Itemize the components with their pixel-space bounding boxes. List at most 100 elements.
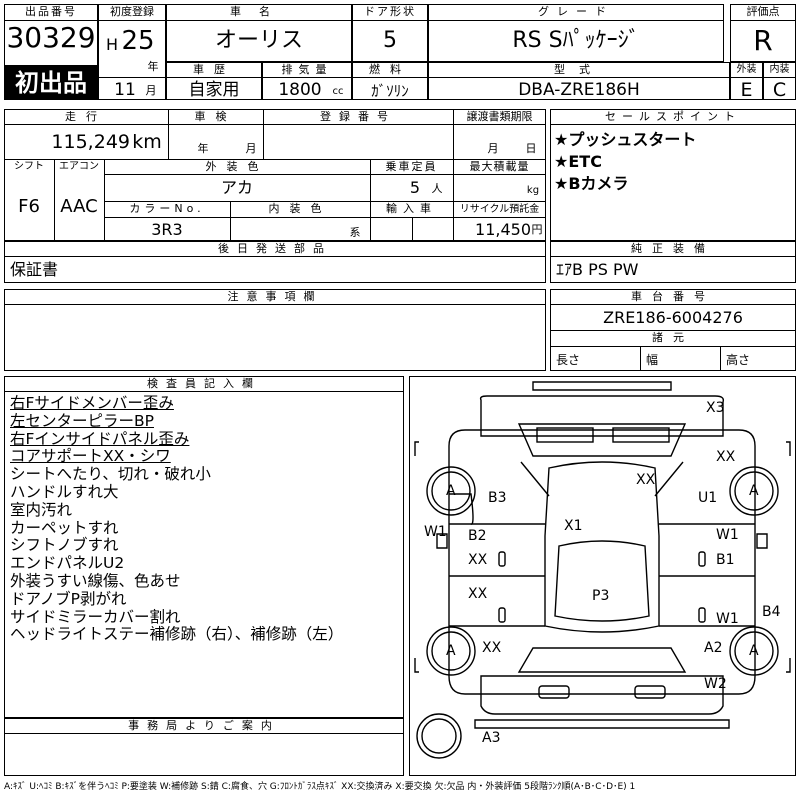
ext-color-label: 外装色 [205, 160, 269, 173]
details-block [4, 109, 546, 241]
office-box [4, 718, 404, 776]
model-value: DBA-ZRE186H [518, 80, 640, 100]
grade-value: RS Sﾊﾟｯｹｰｼﾞ [512, 28, 640, 53]
first-reg-month: 11 [114, 80, 136, 100]
history-value: 自家用 [188, 80, 240, 100]
car-name: オーリス [214, 28, 303, 53]
recycle-label: リサイクル預託金 [459, 204, 540, 215]
mileage-label: 走行 [65, 110, 107, 123]
lot-number: 30329 [6, 21, 96, 54]
chassis-label: 車台番号 [631, 290, 715, 303]
sales-point-item: ★プッシュスタート [554, 130, 697, 149]
damage-mark: X1 [564, 518, 583, 534]
transfer-month-unit: 月 [487, 142, 501, 155]
damage-mark: XX [636, 472, 656, 488]
width-label: 幅 [646, 353, 659, 367]
inspector-remark: シートへたり、切れ・破れ小 [10, 465, 211, 484]
shift-label: シフト [14, 161, 44, 172]
model-label: 型式 [554, 63, 604, 76]
score-value: R [753, 24, 773, 57]
month-suffix: 月 [145, 84, 159, 97]
equipment-value: ｴｱB PS PW [556, 260, 639, 279]
inspector-label: 検査員記入欄 [147, 377, 261, 390]
ac-label: エアコン [59, 161, 99, 172]
max-load-unit: kg [526, 185, 540, 196]
damage-mark: XX [468, 552, 488, 568]
damage-mark: XX [482, 640, 502, 656]
equipment-box [550, 241, 796, 283]
displacement-unit: cc [332, 86, 344, 97]
damage-mark: B3 [488, 490, 507, 506]
fuel-label: 燃料 [369, 63, 411, 76]
inspector-remark: ヘッドライトステー補修跡（右）、補修跡（左） [10, 625, 344, 644]
inspector-remark: 外装うすい線傷、色あせ [10, 572, 181, 590]
chassis-value: ZRE186-6004276 [603, 308, 743, 327]
damage-mark: B2 [468, 528, 487, 544]
tire-mark: A [749, 643, 759, 659]
inspector-remark: ハンドルすれ大 [10, 483, 119, 501]
import-label: 輸入車 [386, 202, 437, 215]
interior-label: 内装 [769, 64, 790, 75]
mileage-unit: km [132, 131, 162, 153]
first-reg-year: 25 [121, 26, 155, 56]
inspector-remark: シフトノブすれ [10, 536, 119, 555]
score-label: 評価点 [746, 5, 780, 18]
grade-label: グレード [538, 5, 614, 18]
color-no-value: 3R3 [151, 220, 183, 239]
door-value: 5 [383, 28, 397, 53]
later-parts-value: 保証書 [10, 260, 59, 279]
inspection-year-unit: 年 [197, 142, 211, 155]
displacement-value: 1800 [278, 80, 322, 100]
ac-value: AAC [60, 196, 98, 217]
inspector-remark: 室内汚れ [10, 500, 73, 519]
sales-points-label: セールスポイント [605, 110, 741, 123]
damage-mark: W1 [716, 611, 739, 627]
history-box [166, 62, 262, 100]
damage-mark: W1 [716, 527, 739, 543]
damage-mark: B1 [716, 552, 735, 568]
damage-mark: X3 [706, 400, 725, 416]
tire-mark: A [749, 483, 759, 499]
damage-mark: XX [716, 449, 736, 465]
ext-color-value: アカ [220, 178, 253, 197]
history-label: 車歴 [193, 63, 235, 76]
capacity-label: 乗車定員 [385, 160, 438, 173]
inspector-remark: エンドパネルU2 [10, 554, 125, 573]
inspection-label: 車検 [194, 110, 237, 123]
mileage-value: 115,249 [51, 131, 130, 153]
sales-points-box [550, 109, 796, 241]
recycle-unit: 円 [531, 223, 543, 236]
lot-number-box [4, 4, 98, 66]
capacity-value: 5 [409, 178, 421, 197]
damage-mark: B4 [762, 604, 781, 620]
fuel-value: ｶﾞｿﾘﾝ [371, 82, 409, 100]
exterior-grade: E [740, 79, 753, 101]
inspector-remark: 右Fサイドメンバー歪み [10, 394, 174, 412]
inspector-remark: カーペットすれ [10, 518, 119, 537]
inspector-remark: 左センターピラーBP [10, 411, 154, 430]
damage-mark: P3 [592, 588, 610, 604]
grade-box [428, 4, 724, 62]
max-load-label: 最大積載量 [469, 160, 530, 173]
first-reg-label: 初度登録 [110, 5, 154, 18]
int-color-label: 内装色 [268, 202, 332, 215]
car-name-box [166, 4, 352, 62]
exterior-grade-box [730, 62, 763, 100]
damage-mark: W2 [704, 676, 727, 692]
model-box [428, 62, 730, 100]
notes-label: 注意事項欄 [227, 290, 323, 303]
interior-grade-box [763, 62, 796, 100]
transfer-label: 譲渡書類期限 [466, 110, 533, 123]
inspector-remark: コアサポートXX・シワ [10, 447, 171, 466]
legend: A:ｷｽﾞ U:ﾍｺﾐ B:ｷｽﾞを伴うﾍｺﾐ P:要塗装 W:補修跡 S:錆 … [4, 782, 636, 792]
fuel-box [352, 62, 428, 100]
damage-mark: XX [468, 586, 488, 602]
car-name-label: 車名 [230, 5, 288, 18]
lot-number-label: 出品番号 [25, 5, 77, 18]
damage-mark: W1 [424, 524, 447, 540]
tire-mark: A [446, 643, 456, 659]
tire-mark: A [446, 483, 456, 499]
height-label: 高さ [726, 353, 751, 367]
score-box [730, 4, 796, 62]
sales-point-item: ★Bカメラ [554, 174, 629, 193]
